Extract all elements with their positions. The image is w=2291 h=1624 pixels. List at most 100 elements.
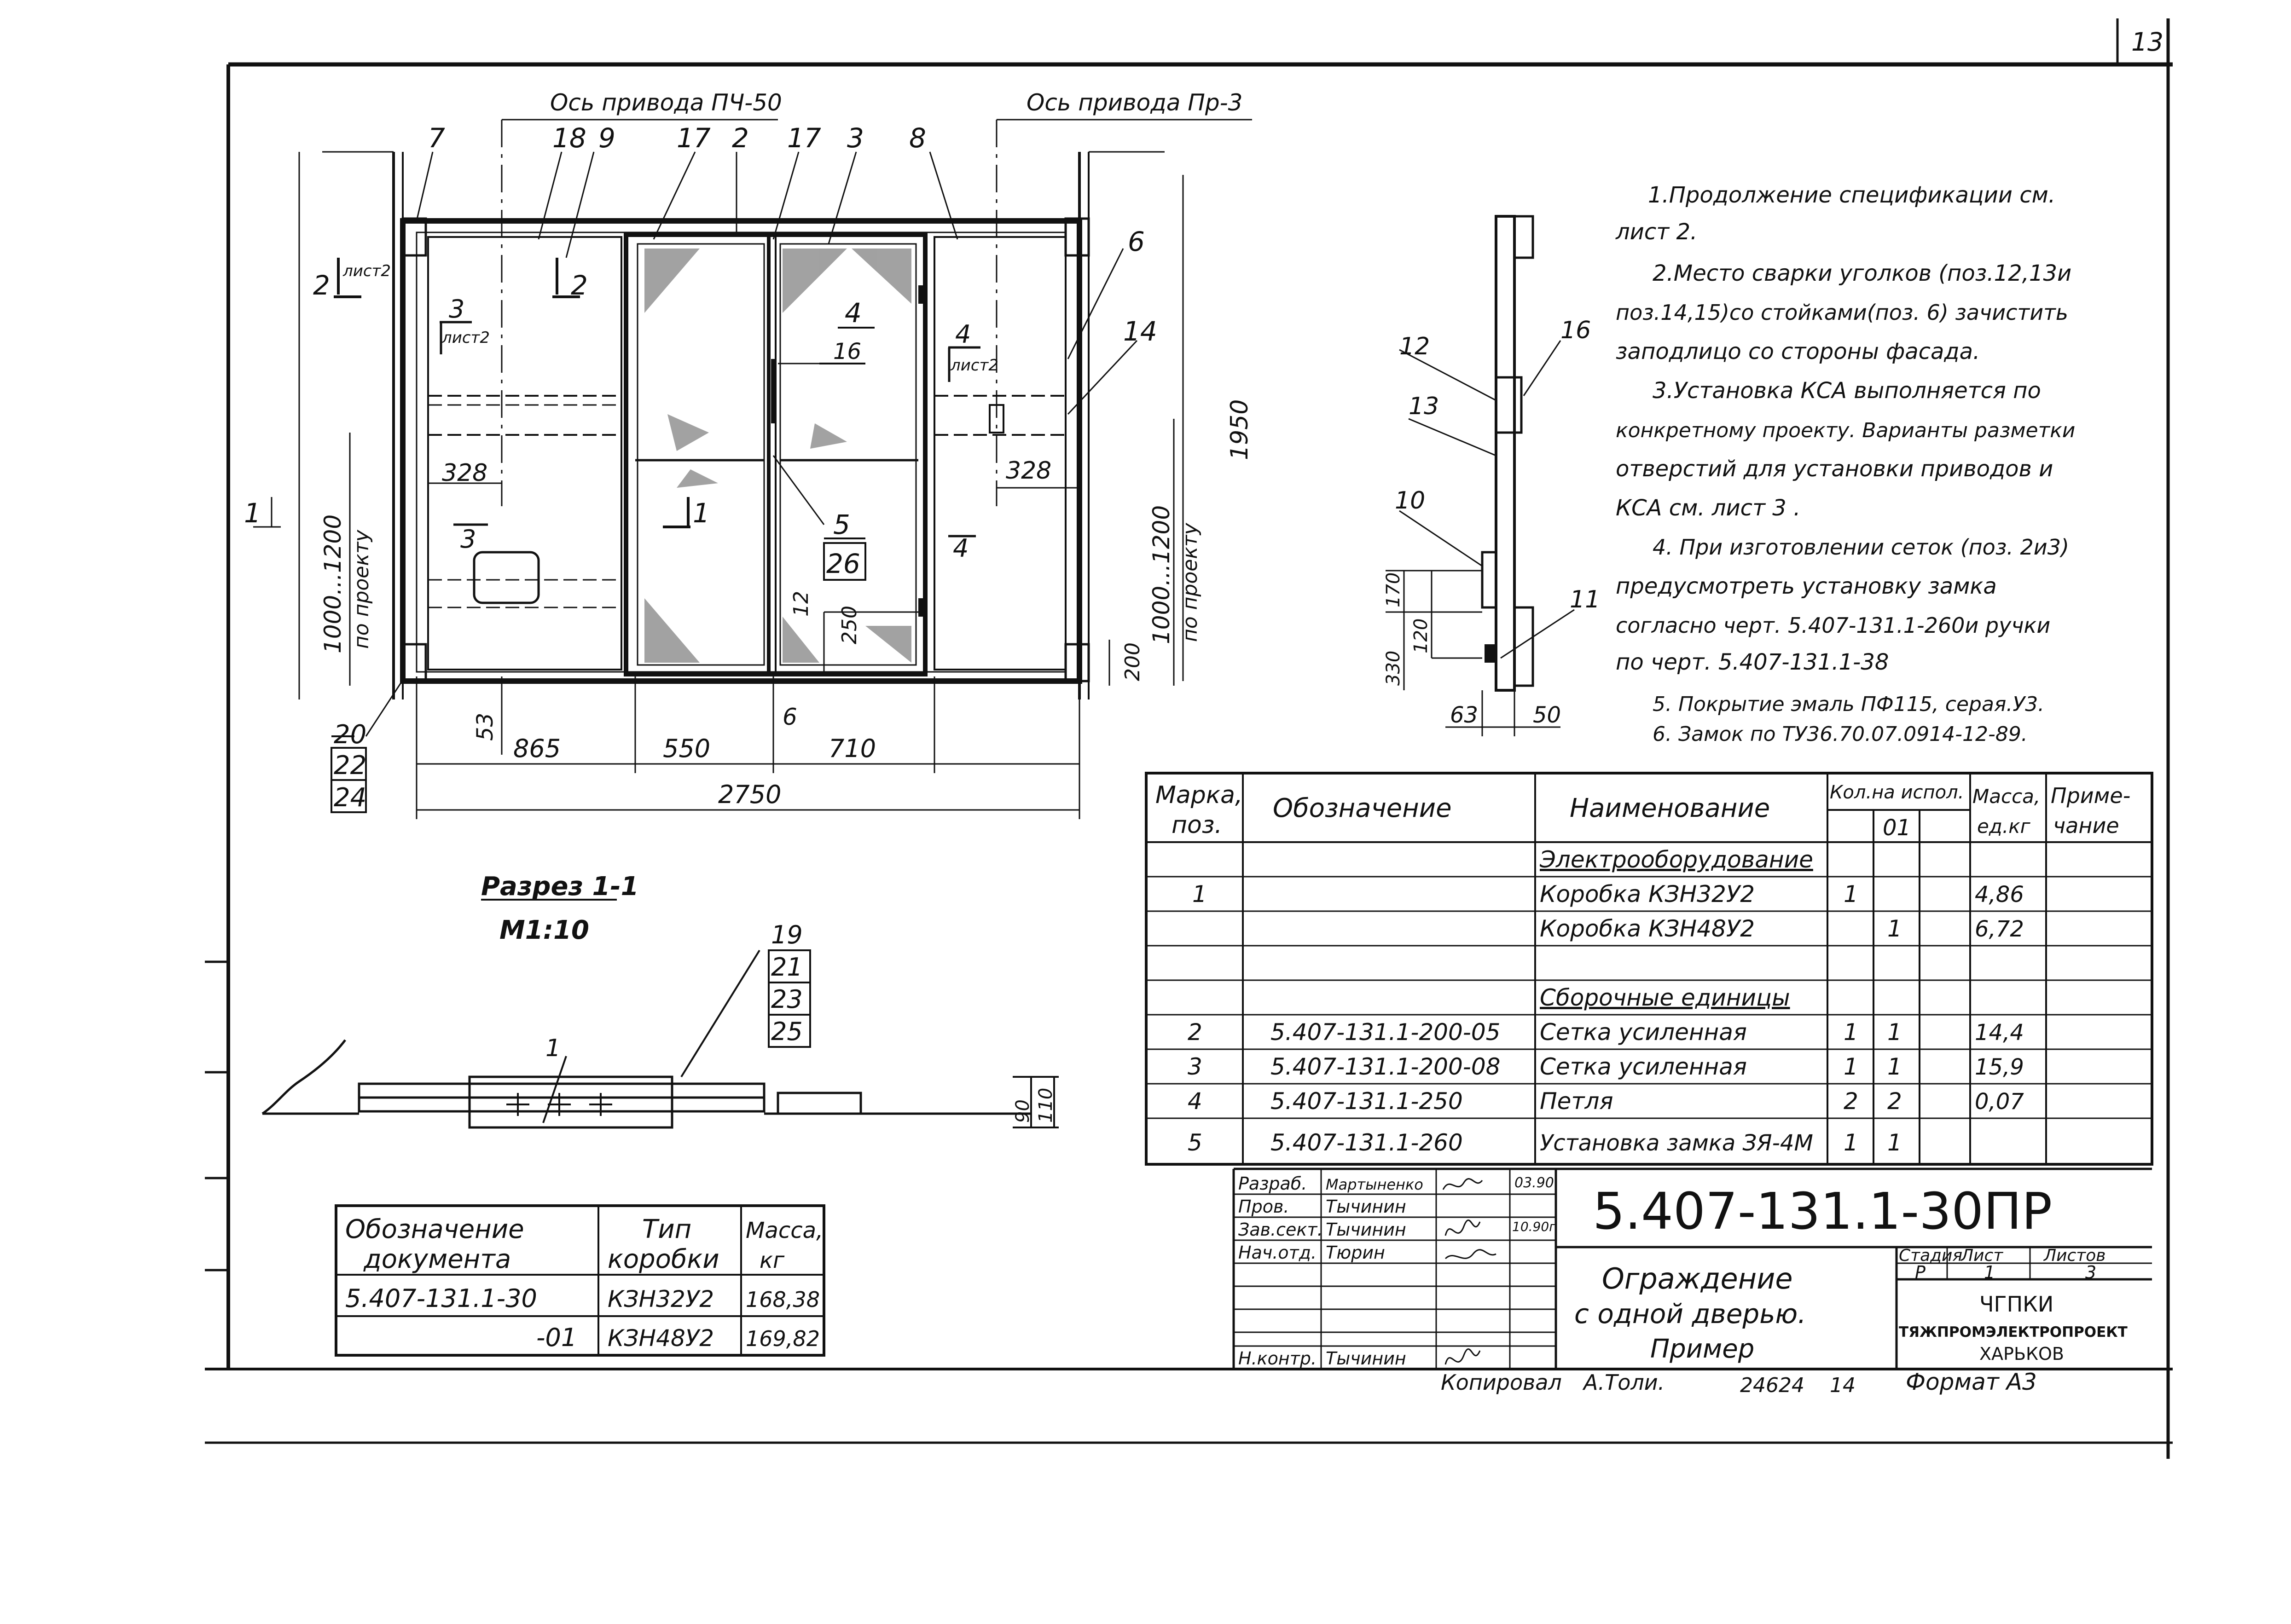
tb-name-4: Тычинин xyxy=(1326,1348,1406,1369)
section-scale: М1:10 xyxy=(499,915,589,945)
side-pos-12: 12 xyxy=(1399,333,1430,360)
note-line-11: предусмотреть установку замка xyxy=(1616,573,1997,599)
section-pos-25: 25 xyxy=(771,1017,803,1046)
dim-po-proektu-left: по проекту xyxy=(350,529,373,649)
pos-7: 7 xyxy=(428,122,445,154)
cell-designation: 5.407-131.1-260 xyxy=(1270,1129,1463,1156)
tb-sheet: 1 xyxy=(1984,1262,1995,1283)
section-2-ref: лист2 xyxy=(342,262,391,280)
cell-q1: 1 xyxy=(1887,1053,1902,1080)
tb-stage: Р xyxy=(1915,1262,1926,1283)
pos-14: 14 xyxy=(1123,316,1157,347)
cell-name: Коробка КЗН48У2 xyxy=(1540,915,1755,942)
doc-cell-mass: 168,38 xyxy=(746,1287,820,1312)
cell-mark: 3 xyxy=(1188,1053,1202,1080)
side-pos-10: 10 xyxy=(1395,487,1425,514)
note-line-12: согласно черт. 5.407-131.1-260и ручки xyxy=(1616,613,2050,638)
section-4-top: 4 xyxy=(955,320,971,349)
dim-1000-1200-right: 1000...1200 xyxy=(1148,505,1175,644)
pos-4: 4 xyxy=(845,297,862,329)
side-dim-170: 170 xyxy=(1383,572,1404,607)
tb-org-2: ТЯЖПРОМЭЛЕКТРОПРОЕКТ xyxy=(1899,1324,2128,1341)
doc-cell-doc: 5.407-131.1-30 xyxy=(345,1284,537,1313)
section-3-ref: лист2 xyxy=(441,329,490,347)
cell-designation: 5.407-131.1-250 xyxy=(1270,1088,1463,1115)
table-row: 2 5.407-131.1-200-05 Сетка усиленная 1 1… xyxy=(1188,1019,2024,1046)
tb-role-1: Пров. xyxy=(1238,1196,1289,1217)
dim-250: 250 xyxy=(838,606,861,644)
footer-num2: 14 xyxy=(1830,1374,1856,1397)
side-dim-330: 330 xyxy=(1383,651,1404,686)
section-3-top: 3 xyxy=(449,295,464,324)
tb-sheets: 3 xyxy=(2085,1262,2096,1283)
th-note: Приме- xyxy=(2051,783,2130,808)
doc-cell-mass: 169,82 xyxy=(746,1326,820,1351)
dim-200: 200 xyxy=(1121,642,1144,681)
footer-number: 24624 xyxy=(1740,1374,1804,1397)
side-dim-50: 50 xyxy=(1533,702,1561,728)
cell-mass: 0,07 xyxy=(1975,1089,2024,1115)
pos-6: 6 xyxy=(1128,226,1145,257)
table-row: 1 Коробка КЗН32У2 1 4,86 xyxy=(1192,881,2024,907)
note-line-10: 4. При изготовлении сеток (поз. 2и3) xyxy=(1653,535,2069,560)
axis-left-label: Ось привода ПЧ-50 xyxy=(550,89,782,116)
note-line-8: отверстий для установки приводов и xyxy=(1616,456,2053,482)
pos-26: 26 xyxy=(826,548,860,579)
doc-cell-type: КЗН48У2 xyxy=(608,1325,714,1352)
footer-copied: Копировал xyxy=(1441,1370,1562,1395)
dim-12: 12 xyxy=(789,591,813,617)
notes: 1.Продолжение спецификации см. лист 2. 2… xyxy=(1615,182,2075,746)
title-block: Разраб. Мартыненко 03.90 Пров. Тычинин З… xyxy=(1232,1167,2152,1369)
note-line-4: поз.14,15)со стойками(поз. 6) зачистить xyxy=(1616,300,2068,325)
footer-format: Формат А3 xyxy=(1906,1369,2037,1395)
cell-name: Коробка КЗН32У2 xyxy=(1540,881,1755,907)
cell-name: Сборочные единицы xyxy=(1540,984,1790,1011)
dim-328-right: 328 xyxy=(1006,457,1051,485)
pos-24: 24 xyxy=(334,783,366,813)
table-row: 4 5.407-131.1-250 Петля 2 2 0,07 xyxy=(1188,1088,2024,1115)
pos-stack-19-21-23-25: 19 21 23 25 xyxy=(768,920,811,1048)
pos-22: 22 xyxy=(334,751,366,780)
front-view: 7 18 9 17 2 17 3 8 6 14 4 16 5 26 20 22 … xyxy=(244,89,1253,819)
tb-org-1: ЧГПКИ xyxy=(1979,1292,2053,1317)
section-pos-21: 21 xyxy=(771,953,803,982)
note-line-5: заподлицо со стороны фасада. xyxy=(1616,339,1980,364)
dim-2750: 2750 xyxy=(718,780,781,809)
cell-q1: 1 xyxy=(1887,1129,1902,1156)
table-row: 5 5.407-131.1-260 Установка замка ЗЯ-4М … xyxy=(1188,1129,1902,1156)
th-mass2: ед.кг xyxy=(1977,815,2031,838)
cell-designation: 5.407-131.1-200-05 xyxy=(1270,1019,1500,1046)
note-line-6: 3.Установка КСА выполняется по xyxy=(1653,378,2041,404)
doc-th-doc: Обозначение xyxy=(345,1214,524,1244)
cell-mass: 4,86 xyxy=(1975,882,2024,907)
cell-mass: 15,9 xyxy=(1975,1054,2024,1080)
note-line-2: лист 2. xyxy=(1615,219,1697,245)
cell-mark: 4 xyxy=(1188,1088,1202,1115)
cell-q0: 1 xyxy=(1844,1019,1858,1046)
tb-org-3: ХАРЬКОВ xyxy=(1979,1344,2064,1364)
section-2-left: 2 xyxy=(313,270,330,301)
spec-table: Марка, поз. Обозначение Наименование Кол… xyxy=(1145,772,2153,1166)
doc-th-mass2: кг xyxy=(760,1248,785,1273)
tb-date-0: 03.90 xyxy=(1514,1175,1554,1191)
side-dim-120: 120 xyxy=(1410,618,1432,653)
pos-18: 18 xyxy=(552,122,586,154)
side-pos-13: 13 xyxy=(1409,393,1439,420)
th-note2: чание xyxy=(2053,813,2119,838)
note-line-15: 6. Замок по ТУ36.70.07.0914-12-89. xyxy=(1653,722,2028,746)
dim-6: 6 xyxy=(783,704,797,730)
tb-name-0: Мартыненко xyxy=(1326,1176,1423,1193)
doc-th-mass: Масса, xyxy=(746,1218,823,1243)
section-title: Разрез 1-1 xyxy=(481,872,639,902)
doc-th-doc2: документа xyxy=(363,1244,511,1274)
tb-stage-label: Стадия xyxy=(1899,1246,1962,1265)
table-row: 5.407-131.1-30 КЗН32У2 168,38 xyxy=(345,1284,820,1313)
cell-name: Сетка усиленная xyxy=(1540,1019,1747,1046)
dim-550: 550 xyxy=(663,734,710,763)
pos-20: 20 xyxy=(334,720,366,750)
note-line-1: 1.Продолжение спецификации см. xyxy=(1648,182,2055,208)
dim-po-proektu-right: по проекту xyxy=(1178,522,1202,642)
tb-name-2: Тычинин xyxy=(1326,1219,1406,1240)
footer: Копировал А.Толи. 24624 14 Формат А3 xyxy=(1441,1369,2037,1397)
